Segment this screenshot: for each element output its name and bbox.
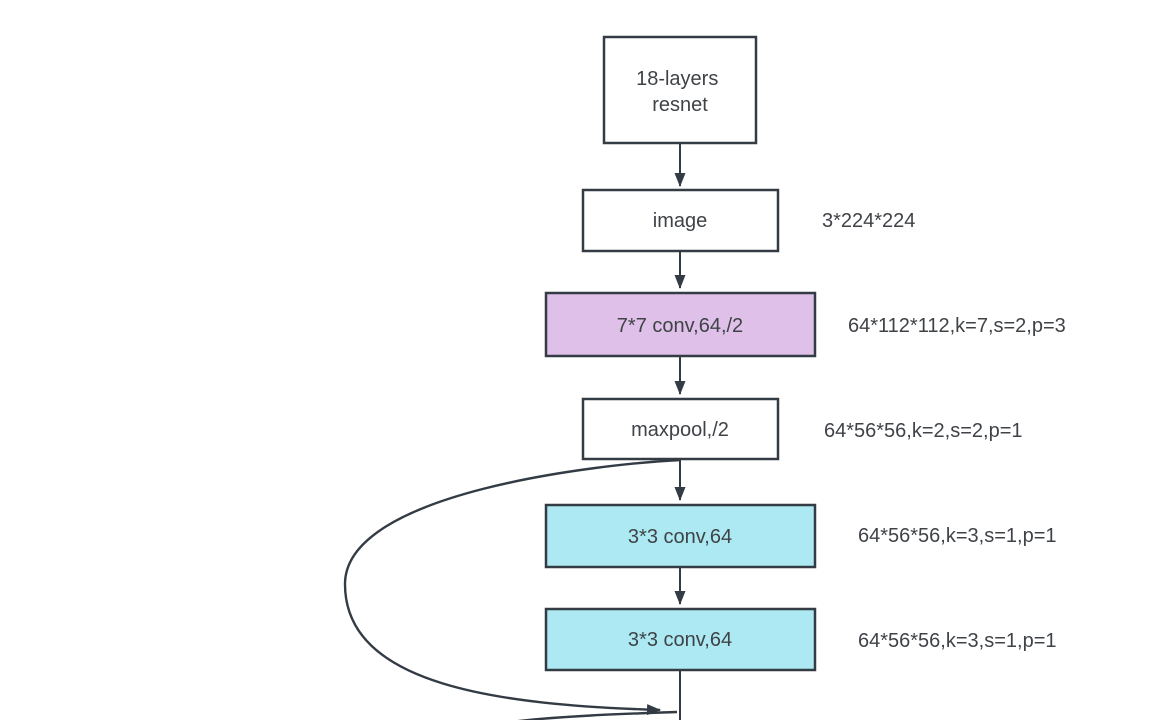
maxpool-label: maxpool,/2: [631, 419, 729, 441]
node-resnet18: 18-layers resnet: [602, 35, 758, 145]
node-conv7x7: 7*7 conv,64,/2: [544, 291, 817, 358]
nodes: 18-layers resnet image 7*7 conv,64,/2 ma…: [544, 35, 817, 672]
node-maxpool: maxpool,/2: [581, 397, 780, 461]
conv7x7-box: [544, 291, 817, 358]
resnet18-label: 18-layers resnet: [636, 68, 724, 116]
conv3x3-2-label: 3*3 conv,64: [628, 629, 732, 651]
conv7x7-label: 7*7 conv,64,/2: [617, 315, 743, 337]
annotation-image: 3*224*224: [822, 210, 915, 232]
maxpool-box: [581, 397, 780, 461]
connectors: [343, 143, 686, 720]
node-image: image: [581, 188, 780, 253]
skip-connection-arc: [343, 458, 682, 716]
next-skip-connection-start: [517, 710, 678, 720]
image-box: [581, 188, 780, 253]
annotations: 3*224*224 64*112*112,k=7,s=2,p=3 64*56*5…: [822, 210, 1066, 652]
conv3x3-1-box: [544, 503, 817, 569]
annotation-conv7x7: 64*112*112,k=7,s=2,p=3: [848, 315, 1066, 337]
annotation-conv3x3-2: 64*56*56,k=3,s=1,p=1: [858, 630, 1057, 652]
annotation-maxpool: 64*56*56,k=2,s=2,p=1: [824, 420, 1023, 442]
conv3x3-2-box: [544, 607, 817, 672]
conv3x3-1-label: 3*3 conv,64: [628, 526, 732, 548]
image-label: image: [653, 210, 707, 232]
node-conv3x3-2: 3*3 conv,64: [544, 607, 817, 672]
resnet18-box: [602, 35, 758, 145]
node-conv3x3-1: 3*3 conv,64: [544, 503, 817, 569]
annotation-conv3x3-1: 64*56*56,k=3,s=1,p=1: [858, 525, 1057, 547]
